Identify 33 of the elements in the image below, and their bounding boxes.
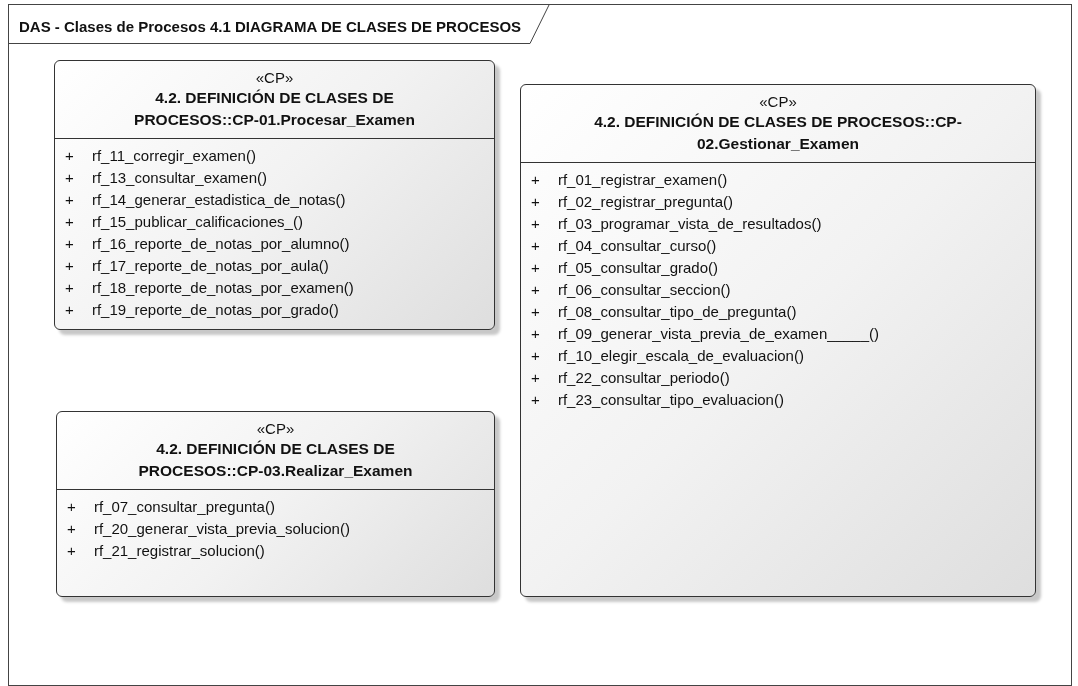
- class-name: 4.2. DEFINICIÓN DE CLASES DE PROCESOS::CP-03.Realizar_Examen: [137, 439, 414, 481]
- class-box: [520, 84, 1036, 597]
- class-box: [56, 411, 495, 597]
- operation-label: + rf_01_registrar_examen(): [530, 170, 728, 190]
- operation-label: + rf_05_consultar_grado(): [530, 258, 719, 278]
- frame-title: DAS - Clases de Procesos 4.1 DIAGRAMA DE CLASES DE PROCESOS: [19, 18, 522, 35]
- operation-label: + rf_08_consultar_tipo_de_pregunta(): [530, 302, 797, 322]
- operation-label: + rf_15_publicar_calificaciones_(): [64, 212, 303, 232]
- operation-label: + rf_11_corregir_examen(): [64, 146, 256, 166]
- operation-label: + rf_03_programar_vista_de_resultados(): [530, 214, 822, 234]
- operation-label: + rf_19_reporte_de_notas_por_grado(): [64, 300, 339, 320]
- operation-label: + rf_17_reporte_de_notas_por_aula(): [64, 256, 329, 276]
- class-name: 4.2. DEFINICIÓN DE CLASES DE PROCESOS::CP-02.Gestionar_Examen: [593, 112, 963, 154]
- diagram-frame: [8, 4, 1072, 686]
- operation-label: + rf_04_consultar_curso(): [530, 236, 717, 256]
- operation-label: + rf_02_registrar_pregunta(): [530, 192, 734, 212]
- operation-label: + rf_20_generar_vista_previa_solucion(): [66, 519, 350, 539]
- class-box: [54, 60, 495, 330]
- operation-label: + rf_21_registrar_solucion(): [66, 541, 265, 561]
- operation-label: + rf_10_elegir_escala_de_evaluacion(): [530, 346, 804, 366]
- stereotype-label: «CP»: [759, 93, 797, 110]
- operation-label: + rf_18_reporte_de_notas_por_examen(): [64, 278, 354, 298]
- stereotype-label: «CP»: [256, 420, 295, 437]
- stereotype-label: «CP»: [255, 69, 294, 86]
- operation-label: + rf_13_consultar_examen(): [64, 168, 268, 188]
- operation-label: + rf_23_consultar_tipo_evaluacion(): [530, 390, 784, 410]
- operation-label: + rf_07_consultar_pregunta(): [66, 497, 275, 517]
- operation-label: + rf_09_generar_vista_previa_de_examen_____(): [530, 324, 879, 344]
- class-name: 4.2. DEFINICIÓN DE CLASES DE PROCESOS::CP-01.Procesar_Examen: [133, 88, 416, 130]
- operation-label: + rf_14_generar_estadistica_de_notas(): [64, 190, 346, 210]
- operation-label: + rf_16_reporte_de_notas_por_alumno(): [64, 234, 350, 254]
- operation-label: + rf_06_consultar_seccion(): [530, 280, 731, 300]
- operation-label: + rf_22_consultar_periodo(): [530, 368, 730, 388]
